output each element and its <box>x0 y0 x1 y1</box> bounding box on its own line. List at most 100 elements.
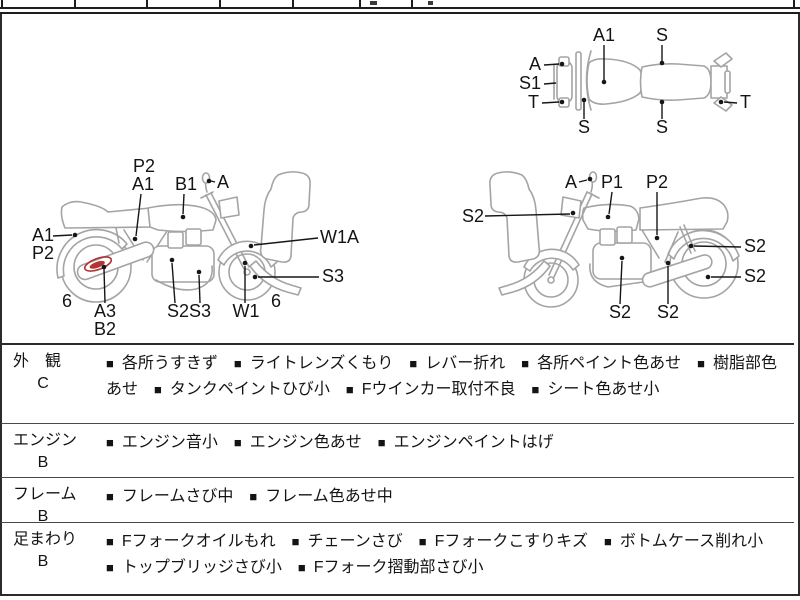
defect-item: Fウインカー取付不良 <box>361 381 516 398</box>
cylinder-1 <box>167 231 184 249</box>
label-tread-depth-rear: 6 <box>62 291 72 311</box>
bullet-icon: ■ <box>291 534 300 549</box>
table-divider <box>1 0 3 7</box>
label-a3: A3 <box>94 301 116 321</box>
defect-item: Fフォークこすりキズ <box>434 533 589 550</box>
motorcycle-top-view-diagram: A1 S A S1 T S S T <box>519 25 751 137</box>
bullet-icon: ■ <box>345 382 354 397</box>
fuel-tank-top <box>586 58 644 105</box>
grade-label: B <box>37 508 49 525</box>
table-divider <box>219 0 221 7</box>
defect-items: ■エンジン音小■エンジン色あせ■エンジンペイントはげ <box>106 430 786 456</box>
bike-right-outline <box>489 171 740 308</box>
label-s2-bottom: S2 <box>167 301 189 321</box>
front-fork <box>205 192 250 270</box>
label-a: A <box>565 172 577 192</box>
grade-label: C <box>37 375 49 392</box>
front-hub <box>243 268 251 276</box>
motorcycle-right-view-diagram: A P1 P2 S2 S2 S2 S2 S2 <box>462 171 766 322</box>
grade-label: B <box>37 553 49 570</box>
headlight <box>560 196 582 219</box>
defect-item: 各所ペイント色あせ <box>537 355 682 372</box>
label-s1: S1 <box>519 73 541 93</box>
defect-item: Fフォークオイルもれ <box>121 533 276 550</box>
handlebar-and-mirror-stem <box>200 181 214 199</box>
row-separator <box>1 343 794 345</box>
inspection-row-exterior: 外 観 C ■ 各所うすきず ■ ライトレンズくもり ■ レバー折れ ■ 各所ペイント色あせ ■… <box>1 345 794 423</box>
engine-block <box>151 245 215 283</box>
left-view-annotations: P2 A1 B1 A A1 P2 W1A2 S3 6 A3 B2 S2 S3 W… <box>32 156 360 339</box>
bullet-icon: ■ <box>521 356 530 371</box>
front-hub <box>547 276 555 284</box>
bullet-icon: ■ <box>531 382 540 397</box>
top-table-remnant <box>0 0 800 7</box>
bullet-icon: ■ <box>697 356 706 371</box>
bullet-icon: ■ <box>233 435 242 450</box>
label-s3-right: S3 <box>322 266 344 286</box>
label-t-right: T <box>740 92 751 112</box>
exhaust-pipe <box>155 265 213 291</box>
bullet-icon: ■ <box>377 435 386 450</box>
label-s3-bottom: S3 <box>189 301 211 321</box>
defect-item: レバー折れ <box>425 355 506 372</box>
row-separator <box>1 522 794 523</box>
defect-item: 各所うすきず <box>121 355 218 372</box>
defect-item: フレーム色あせ中 <box>265 488 393 505</box>
inspection-row-undercarriage: 足まわり B ■Fフォークオイルもれ■チェーンさび■Fフォークこすりキズ■ボトム… <box>1 523 794 594</box>
label-s-top: S <box>656 25 668 45</box>
cylinder-2 <box>616 226 633 244</box>
category-block: 足まわり B <box>13 529 89 573</box>
bullet-icon: ■ <box>409 356 418 371</box>
defect-item: チェーンさび <box>307 533 403 550</box>
bullet-icon: ■ <box>106 560 114 575</box>
front-tire-top <box>556 60 573 104</box>
label-p2-left: P2 <box>32 243 54 263</box>
category-block: エンジン B <box>13 430 89 474</box>
fairing-lower <box>498 260 551 296</box>
cutoff-text-fragment <box>370 1 377 5</box>
table-divider <box>146 0 148 7</box>
fairing-lower <box>249 260 302 296</box>
fairing-upper <box>489 171 541 263</box>
label-s2-bottom-left: S2 <box>609 302 631 322</box>
label-s-bottom-right: S <box>656 117 668 137</box>
label-a: A <box>217 172 229 192</box>
bullet-icon: ■ <box>106 356 114 371</box>
bullet-icon: ■ <box>604 534 612 549</box>
label-p1: P1 <box>601 172 623 192</box>
label-w1: W1 <box>233 301 260 321</box>
rear-fender <box>56 228 128 279</box>
cylinder-1 <box>599 228 616 246</box>
table-divider <box>793 0 795 7</box>
label-s-bottom-left: S <box>578 117 590 137</box>
label-tread-depth-front: 6 <box>271 291 281 311</box>
grade-label: B <box>37 454 49 471</box>
defect-item: エンジン音小 <box>121 434 218 451</box>
defect-item: タンクペイントひび小 <box>169 381 330 398</box>
rear-flap-right <box>713 96 733 112</box>
category-block: 外 観 C <box>13 351 89 395</box>
category-label: エンジン <box>13 432 78 449</box>
defect-item: 樹脂部色あせ <box>106 355 778 398</box>
label-a: A <box>529 54 541 74</box>
cylinder-2 <box>185 228 202 246</box>
label-a1-left: A1 <box>32 225 54 245</box>
bike-top-outline <box>553 50 733 112</box>
bullet-icon: ■ <box>233 356 242 371</box>
defect-item: ライトレンズくもり <box>249 355 394 372</box>
inspection-row-frame: フレーム B ■フレームさび中■フレーム色あせ中 <box>1 478 794 525</box>
motorcycle-left-view-diagram: P2 A1 B1 A A1 P2 W1A2 S3 6 A3 B2 S2 S3 W… <box>32 156 360 339</box>
bullet-icon: ■ <box>154 382 162 397</box>
label-a1-top: A1 <box>132 174 154 194</box>
label-w1a2: W1A2 <box>320 227 360 247</box>
muffler <box>641 254 713 288</box>
label-s2-left: S2 <box>462 206 484 226</box>
table-divider <box>292 0 294 7</box>
category-label: 外 観 <box>13 353 62 370</box>
bullet-icon: ■ <box>249 489 258 504</box>
bullet-icon: ■ <box>106 534 114 549</box>
defect-items: ■Fフォークオイルもれ■チェーンさび■Fフォークこすりキズ■ボトムケース削れ小■… <box>106 529 786 581</box>
top-view-annotations: A1 S A S1 T S S T <box>519 25 751 137</box>
handlebar <box>575 51 582 111</box>
